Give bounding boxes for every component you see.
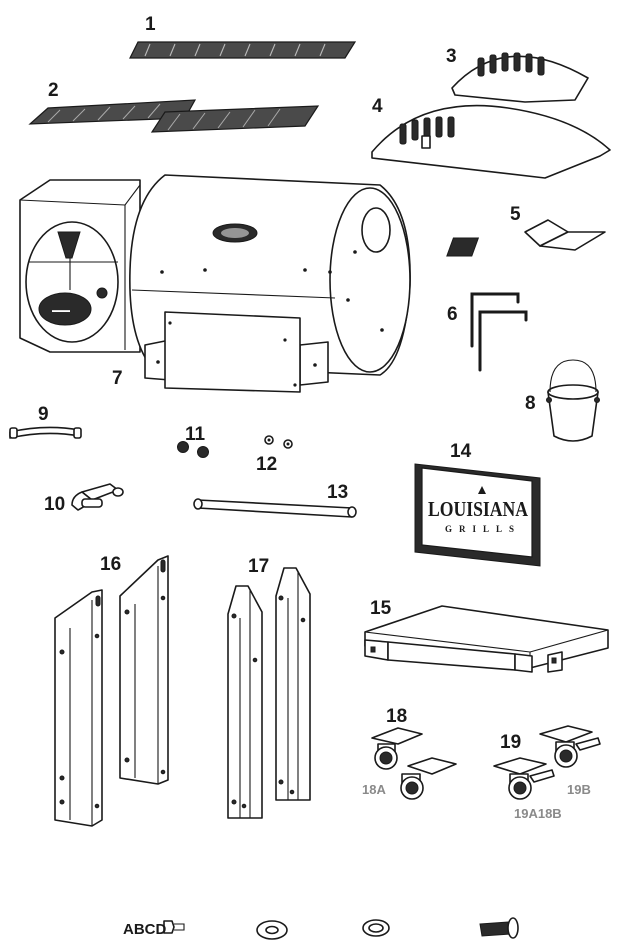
part-9-handle: [9, 426, 82, 439]
hardware-washer-b: [256, 920, 288, 940]
part-11-knobs: [177, 441, 209, 458]
part-6-l-rods: [470, 292, 528, 372]
label-19: 19: [500, 732, 521, 753]
part-13-axle-rod: [193, 498, 357, 518]
part-2-cooking-grates: [28, 99, 320, 133]
part-15-bottom-shelf: [364, 605, 609, 673]
label-16: 16: [100, 554, 121, 575]
emblem-line2: GRILLS: [445, 524, 521, 534]
label-14: 14: [450, 441, 472, 462]
label-8: 8: [525, 393, 536, 414]
label-4: 4: [372, 96, 383, 117]
part-10-tool-hooks: [71, 483, 124, 511]
part-19-locking-casters: [493, 725, 601, 800]
label-19a18b: 19A18B: [514, 806, 562, 821]
label-13: 13: [327, 482, 348, 503]
hardware-bolt-a: [163, 920, 185, 934]
label-1: 1: [145, 14, 156, 35]
label-7: 7: [112, 368, 123, 389]
part-4-large-heat-shield: [371, 104, 611, 179]
part-3-small-heat-shield: [451, 52, 589, 103]
svg-text:▬▬▬: ▬▬▬: [52, 308, 70, 314]
part-5-bracket: [446, 219, 606, 257]
emblem-line1: LOUISIANA: [428, 497, 529, 521]
label-12: 12: [256, 454, 277, 475]
part-number-labels: 1 2 3 4 5 6 7 8 9 10 11 12 13 14 15 16 1…: [38, 14, 591, 938]
label-11: 11: [185, 424, 206, 445]
label-19b: 19B: [567, 782, 591, 797]
label-17: 17: [248, 556, 269, 577]
hardware-label: ABCD: [123, 921, 166, 938]
label-2: 2: [48, 80, 59, 101]
label-9: 9: [38, 404, 49, 425]
label-6: 6: [447, 304, 458, 325]
label-5: 5: [510, 204, 521, 225]
label-18a: 18A: [362, 782, 386, 797]
part-16-legs: [54, 555, 169, 827]
part-18-casters: [371, 727, 457, 800]
label-3: 3: [446, 46, 457, 67]
label-18: 18: [386, 706, 407, 727]
hardware-lock-washer-c: [362, 919, 390, 937]
part-7-grill-body: ▬▬▬: [19, 174, 411, 393]
part-8-grease-bucket: [546, 359, 600, 442]
hardware-screw-d: [479, 917, 519, 939]
label-10: 10: [44, 494, 65, 515]
part-12-grommets: [264, 435, 293, 449]
label-15: 15: [370, 598, 392, 619]
part-1-upper-grate: [129, 41, 357, 59]
part-17-legs: [227, 567, 311, 819]
part-14-emblem-plaque: LOUISIANA GRILLS: [414, 463, 541, 567]
